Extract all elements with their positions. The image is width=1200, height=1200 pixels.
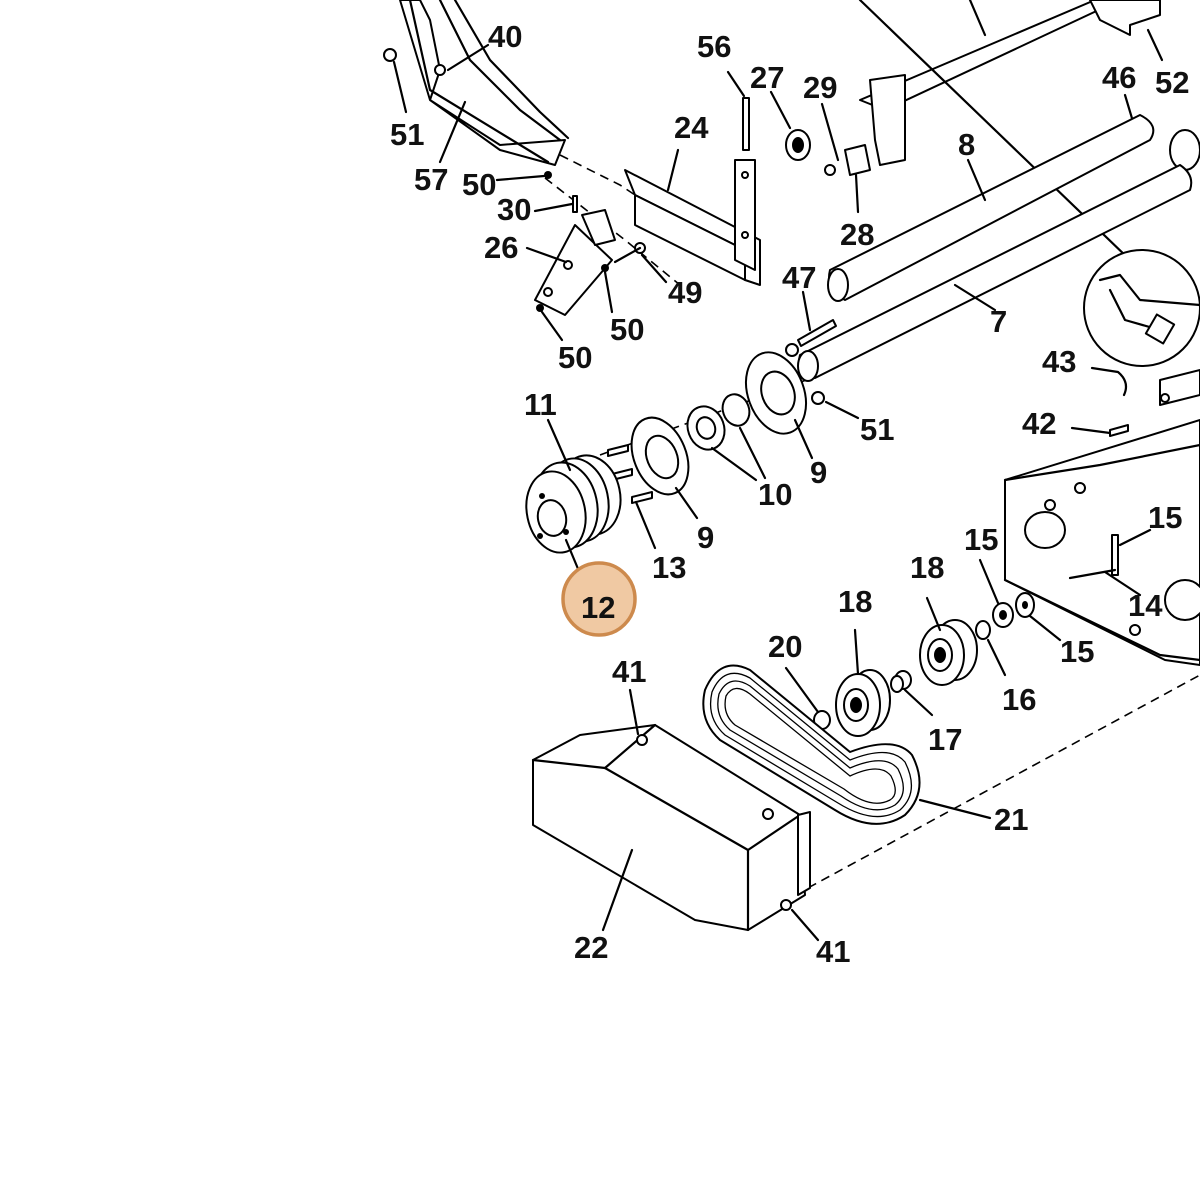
guard-22 <box>531 723 811 932</box>
label-46: 46 <box>1102 60 1136 95</box>
label-49: 49 <box>668 275 702 310</box>
label-41-bottom: 41 <box>816 934 850 969</box>
frame-14 <box>1003 369 1200 666</box>
label-41-top: 41 <box>612 654 646 689</box>
washer-15-a <box>1015 592 1062 642</box>
nut-20 <box>784 666 831 730</box>
label-40: 40 <box>488 19 522 54</box>
bolt-50-b <box>601 264 614 314</box>
label-18-a: 18 <box>910 550 944 585</box>
spring-27 <box>769 90 811 161</box>
leader-41-top <box>628 688 640 736</box>
spacer-16 <box>975 620 1007 677</box>
label-15-b: 15 <box>964 522 998 557</box>
label-28: 28 <box>840 217 874 252</box>
flange-9-lower <box>630 416 699 520</box>
label-56: 56 <box>697 29 731 64</box>
label-15-c: 15 <box>1060 634 1094 669</box>
label-14: 14 <box>1128 588 1163 623</box>
pin-42-43 <box>1070 366 1129 437</box>
idler-18-b <box>835 628 891 737</box>
bolt-50-a <box>495 171 552 182</box>
bolt-50-c <box>536 304 564 342</box>
label-9-upper: 9 <box>810 455 827 490</box>
flange-9-upper <box>745 351 814 460</box>
clip-28-29 <box>820 102 871 214</box>
label-30: 30 <box>497 192 531 227</box>
detail-circle <box>1083 249 1200 367</box>
highlight-circle <box>561 561 637 637</box>
bracket-52 <box>1089 0 1164 62</box>
leader-41-bottom <box>790 908 820 942</box>
label-50-c: 50 <box>558 340 592 375</box>
label-29: 29 <box>803 70 837 105</box>
label-27: 27 <box>750 60 784 95</box>
bushing-17 <box>890 670 934 717</box>
idler-18-a <box>919 596 978 686</box>
label-24: 24 <box>674 110 709 145</box>
label-18-b: 18 <box>838 584 872 619</box>
label-42: 42 <box>1022 406 1056 441</box>
rod-8 <box>827 114 1155 302</box>
pin-56 <box>726 70 750 151</box>
bolt-49 <box>613 242 668 284</box>
label-11: 11 <box>524 387 557 422</box>
label-50-a: 50 <box>462 167 496 202</box>
pulley-11 <box>525 418 622 554</box>
label-52: 52 <box>1155 65 1189 100</box>
bracket-24 <box>624 148 761 286</box>
label-7: 7 <box>990 304 1007 339</box>
bearing-10 <box>686 393 767 482</box>
label-26: 26 <box>484 230 518 265</box>
label-21: 21 <box>994 802 1028 837</box>
belt-21 <box>702 664 992 825</box>
label-50-b: 50 <box>610 312 644 347</box>
label-8: 8 <box>958 127 975 162</box>
label-9-lower: 9 <box>697 520 714 555</box>
plate-26 <box>525 209 616 316</box>
bearing-right <box>1169 129 1200 171</box>
pin-30 <box>533 195 578 213</box>
bolt-51-mid <box>811 391 860 420</box>
label-16: 16 <box>1002 682 1036 717</box>
pin-47 <box>785 290 837 357</box>
label-13: 13 <box>652 550 686 585</box>
pin-14-15 <box>1068 528 1152 597</box>
label-15-a: 15 <box>1148 500 1182 535</box>
label-43: 43 <box>1042 344 1076 379</box>
label-10: 10 <box>758 477 792 512</box>
label-51-mid: 51 <box>860 412 894 447</box>
label-57: 57 <box>414 162 448 197</box>
washer-15-b <box>978 558 1014 628</box>
label-22: 22 <box>574 930 608 965</box>
label-47: 47 <box>782 260 816 295</box>
label-12: 12 <box>581 590 615 625</box>
label-17: 17 <box>928 722 962 757</box>
label-51-top: 51 <box>390 117 424 152</box>
rod-7 <box>797 164 1193 382</box>
label-20: 20 <box>768 629 802 664</box>
bracket-57 <box>399 0 570 166</box>
bolt-51-top <box>383 48 408 114</box>
